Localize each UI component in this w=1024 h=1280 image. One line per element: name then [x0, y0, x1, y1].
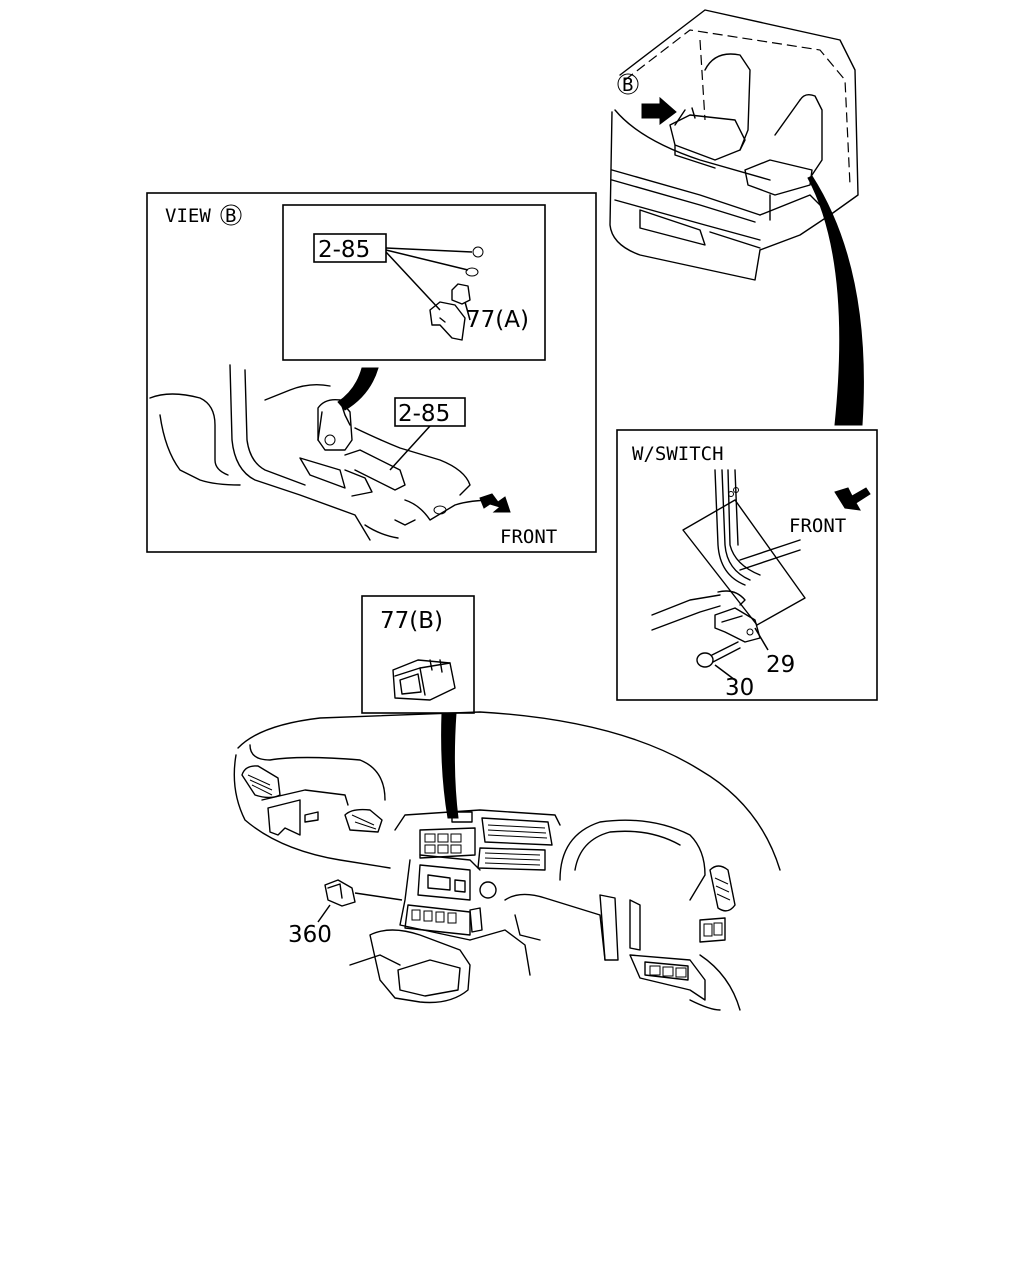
part-label-360: 360	[288, 922, 332, 948]
part-label-77b: 77(B)	[380, 608, 443, 634]
part-77b-box: 77(B)	[361, 595, 475, 714]
view-b-front-label: FRONT	[500, 526, 557, 548]
part-label-77a: 77(A)	[466, 307, 529, 333]
ref-box-2-85-detail	[313, 233, 387, 263]
part-label-29: 29	[766, 652, 795, 678]
dashboard-illustration: 360	[233, 711, 781, 1011]
callout-leader-77b	[441, 712, 459, 819]
cab-view-marker: B	[622, 74, 633, 96]
w-switch-panel: W/SWITCH FRONT 29 30	[616, 429, 878, 701]
w-switch-front-label: FRONT	[789, 515, 846, 537]
w-switch-title: W/SWITCH	[632, 443, 724, 465]
view-b-marker-circle	[617, 73, 639, 95]
front-arrow-icon-switch	[834, 487, 871, 511]
view-b-detail-inset: 2-85 77(A)	[282, 204, 546, 361]
ref-box-2-85-main	[394, 397, 466, 427]
leader-2-85-main	[389, 425, 431, 471]
view-b-title: VIEW	[165, 205, 211, 227]
view-direction-arrow-icon	[641, 96, 677, 125]
callout-leader-switch	[807, 175, 864, 426]
front-arrow-icon-view-b	[479, 493, 511, 513]
view-b-title-marker-circle	[220, 204, 242, 226]
callout-leader-detail	[337, 367, 379, 411]
view-b-title-marker: B	[225, 205, 236, 227]
part-label-30: 30	[725, 675, 754, 701]
ref-2-85-main: 2-85	[398, 401, 450, 427]
cab-illustration: B	[609, 9, 859, 281]
ref-2-85-detail: 2-85	[318, 237, 370, 263]
